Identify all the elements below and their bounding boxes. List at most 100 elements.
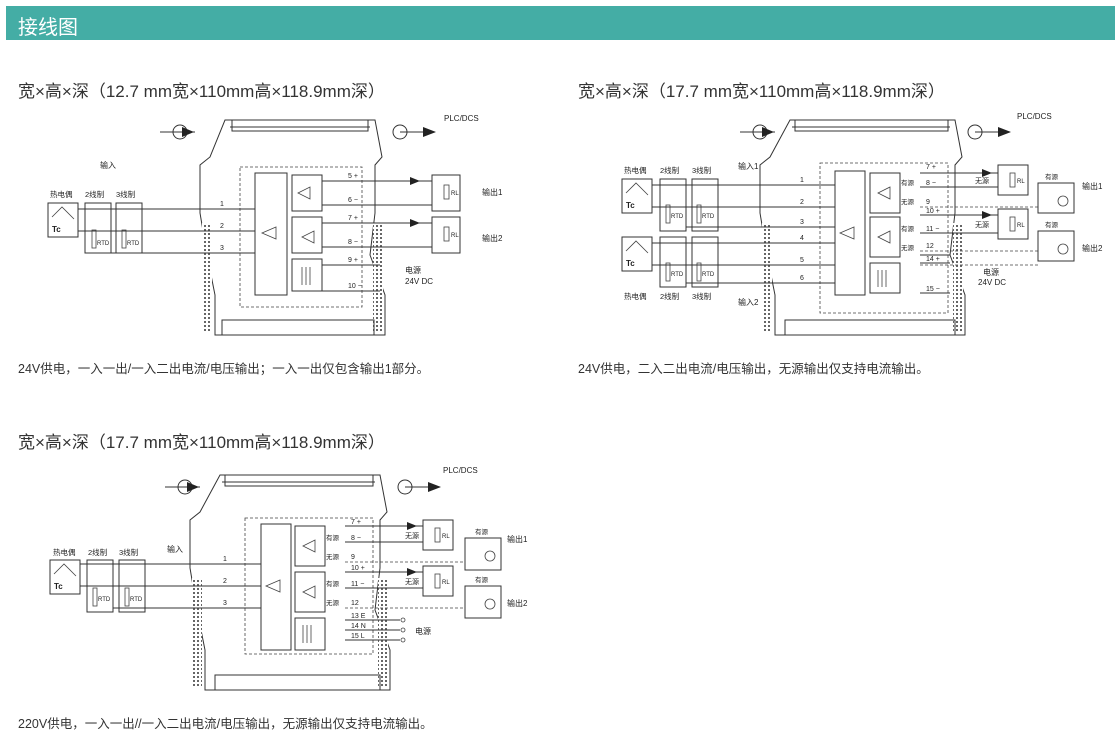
svg-text:3: 3: [223, 600, 227, 607]
svg-text:无源: 无源: [901, 197, 915, 206]
svg-text:RTD: RTD: [98, 597, 111, 603]
svg-text:8 −: 8 −: [351, 535, 361, 542]
plc-dcs-label: PLC/DCS: [444, 114, 479, 123]
transformer-icon: [869, 262, 901, 294]
svg-text:2线制: 2线制: [660, 291, 679, 301]
svg-text:有源: 有源: [475, 527, 489, 536]
svg-text:5 +: 5 +: [348, 173, 358, 180]
output2-label: 输出2: [482, 233, 503, 243]
svg-text:3线制: 3线制: [692, 291, 711, 301]
svg-text:RL: RL: [442, 580, 450, 586]
flow-arrow-icon: [160, 124, 195, 140]
svg-text:9 +: 9 +: [348, 257, 358, 264]
output1-label: 输出1: [1082, 181, 1103, 191]
section-title: 接线图: [18, 17, 78, 39]
svg-text:有源: 有源: [1045, 220, 1059, 229]
power-label: 电源: [415, 626, 431, 636]
panel1-wiring-diagram: PLC/DCS 输入 热电偶 2线制 3线制 Tc RTD RTD 1 2 3 …: [47, 114, 503, 336]
isolation-block: [254, 172, 288, 296]
circuit-boundary: [239, 166, 363, 308]
panel1-caption: 24V供电，一入一出/一入二出电流/电压输出；一入一出仅包含输出1部分。: [18, 362, 430, 376]
transformer-icon: [291, 258, 323, 292]
svg-text:RL: RL: [1017, 179, 1025, 185]
svg-text:热电偶: 热电偶: [624, 165, 647, 175]
svg-text:12: 12: [926, 243, 934, 250]
svg-text:9: 9: [351, 554, 355, 561]
output1-label: 输出1: [507, 534, 528, 544]
svg-text:7 +: 7 +: [351, 519, 361, 526]
svg-text:热电偶: 热电偶: [53, 547, 76, 557]
svg-text:RTD: RTD: [671, 272, 684, 278]
svg-text:15 −: 15 −: [926, 286, 940, 293]
input2-label: 输入2: [738, 297, 759, 307]
svg-text:15 L: 15 L: [351, 633, 365, 640]
svg-text:热电偶: 热电偶: [624, 291, 647, 301]
active-source-2: [464, 585, 502, 619]
svg-text:1: 1: [223, 556, 227, 563]
power-label: 电源: [405, 265, 421, 275]
module-housing: [199, 119, 386, 336]
svg-text:RTD: RTD: [97, 241, 110, 247]
svg-text:RL: RL: [451, 233, 459, 239]
input-label: 输入: [167, 544, 183, 554]
load-resistor-1: [431, 174, 461, 212]
flow-arrow-icon: [740, 124, 775, 140]
panel3-title: 宽×高×深（17.7 mm宽×110mm高×118.9mm深）: [18, 433, 385, 452]
svg-text:RTD: RTD: [127, 241, 140, 247]
rtd-2wire-sensor: [84, 202, 112, 254]
housing-hatch: [202, 223, 212, 331]
svg-text:9: 9: [926, 199, 930, 206]
svg-text:无源: 无源: [901, 243, 915, 252]
section-header: 接线图: [6, 6, 1115, 40]
power-voltage: 24V DC: [978, 278, 1006, 287]
svg-text:有源: 有源: [1045, 172, 1059, 181]
svg-text:RTD: RTD: [702, 214, 715, 220]
svg-text:RTD: RTD: [671, 214, 684, 220]
svg-text:13 E: 13 E: [351, 613, 366, 620]
thermocouple-sensor: [47, 202, 79, 238]
flow-arrow-icon: [165, 479, 200, 495]
svg-text:无源: 无源: [405, 577, 419, 586]
active-source-1: [464, 537, 502, 571]
svg-text:无源: 无源: [405, 531, 419, 540]
svg-text:有源: 有源: [475, 575, 489, 584]
svg-text:RL: RL: [1017, 223, 1025, 229]
output2-label: 输出2: [507, 598, 528, 608]
svg-text:10 +: 10 +: [926, 208, 940, 215]
svg-text:10 −: 10 −: [348, 283, 362, 290]
transformer-icon: [294, 617, 326, 651]
svg-text:8 −: 8 −: [348, 239, 358, 246]
output2-label: 输出2: [1082, 243, 1103, 253]
svg-text:14 +: 14 +: [926, 256, 940, 263]
svg-text:11 −: 11 −: [351, 581, 364, 588]
thermocouple-label: 热电偶: [50, 189, 73, 199]
power-voltage: 24V DC: [405, 277, 433, 286]
svg-text:10 +: 10 +: [351, 565, 365, 572]
svg-text:无源: 无源: [975, 176, 989, 185]
svg-text:Tc: Tc: [626, 201, 635, 210]
active-source-2: [1037, 230, 1075, 262]
svg-text:12: 12: [351, 600, 359, 607]
svg-text:1: 1: [220, 201, 224, 208]
svg-text:3线制: 3线制: [119, 547, 138, 557]
three-wire-label: 3线制: [116, 189, 135, 199]
svg-text:RTD: RTD: [130, 597, 143, 603]
svg-text:有源: 有源: [326, 533, 340, 542]
active-source-1: [1037, 182, 1075, 214]
load-resistor-1: [422, 519, 454, 551]
svg-text:无源: 无源: [326, 552, 340, 561]
panel1-title: 宽×高×深（12.7 mm宽×110mm高×118.9mm深）: [18, 82, 385, 101]
svg-text:Tc: Tc: [626, 259, 635, 268]
svg-text:1: 1: [800, 177, 804, 184]
two-wire-label: 2线制: [85, 189, 104, 199]
svg-text:2线制: 2线制: [660, 165, 679, 175]
load-resistor-2: [997, 208, 1029, 240]
panel2-caption: 24V供电，二入二出电流/电压输出，无源输出仅支持电流输出。: [578, 362, 929, 376]
svg-text:6: 6: [800, 275, 804, 282]
svg-text:2: 2: [220, 223, 224, 230]
input-label: 输入: [100, 160, 116, 170]
svg-text:Tc: Tc: [52, 225, 61, 234]
svg-text:6 −: 6 −: [348, 197, 358, 204]
input1-label: 输入1: [738, 161, 759, 171]
circuit-boundary: [819, 162, 949, 314]
